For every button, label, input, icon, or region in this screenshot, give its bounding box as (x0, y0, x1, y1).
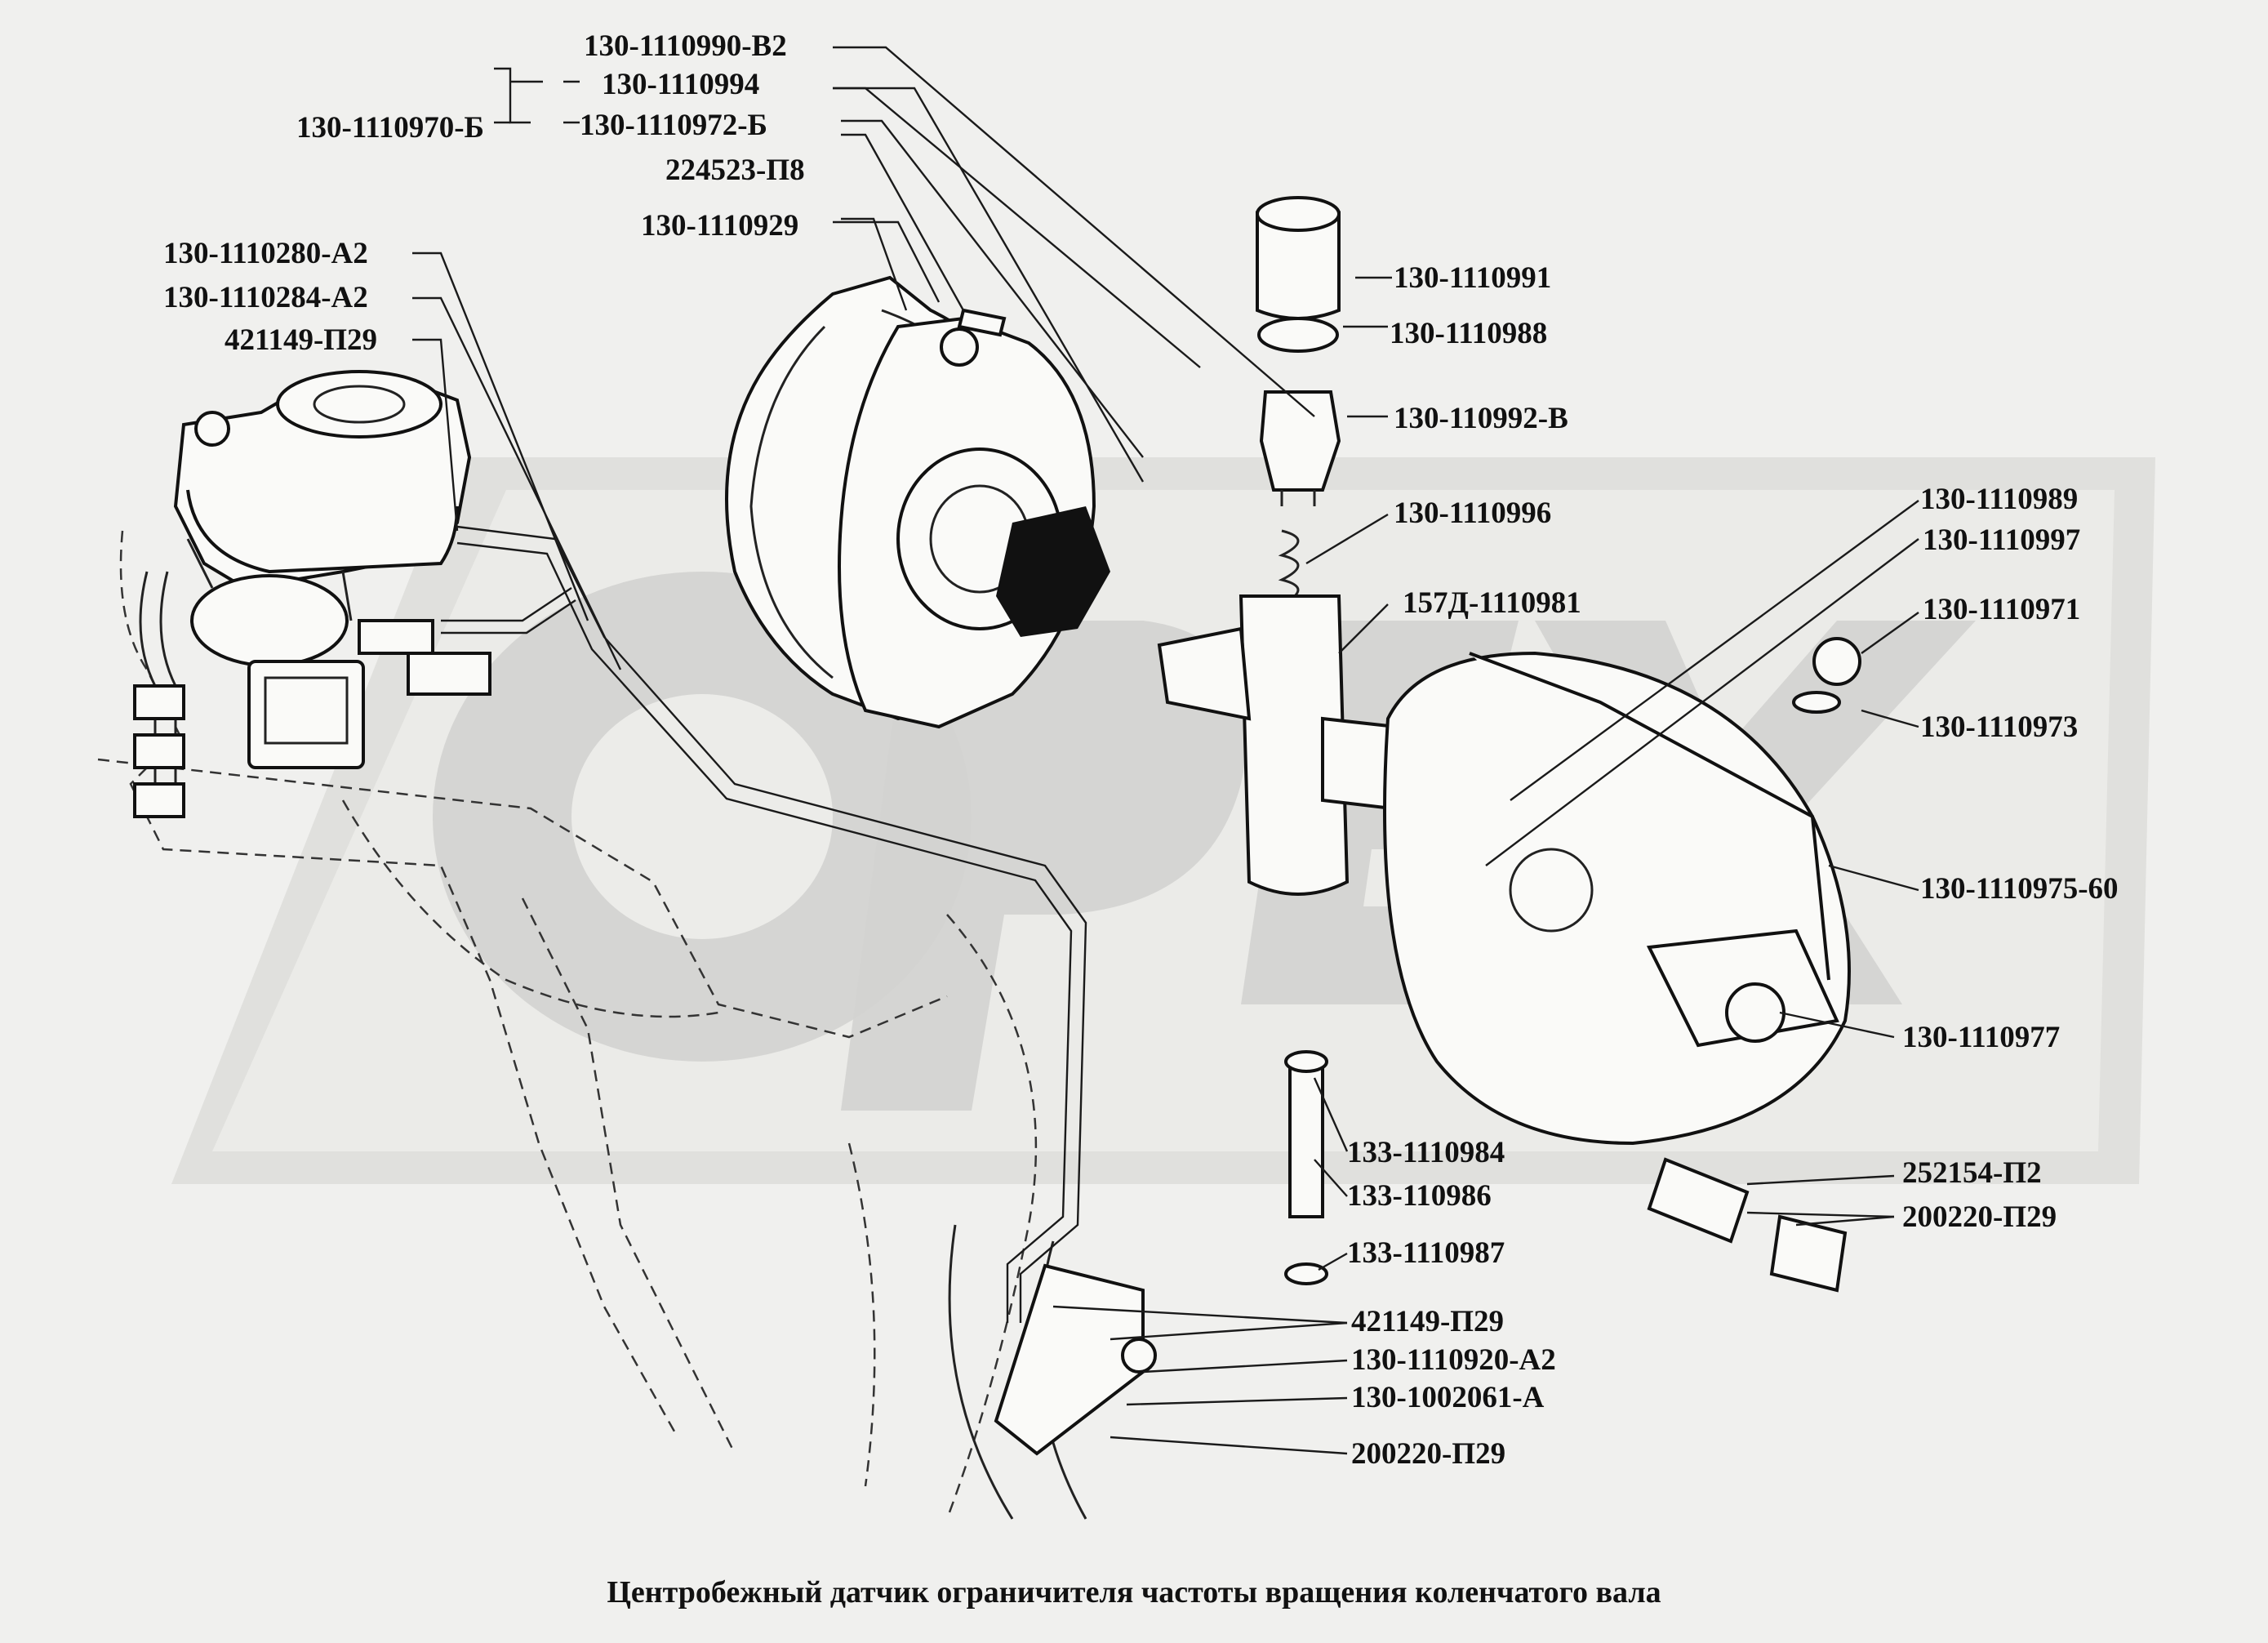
label-130-1110996: 130-1110996 (1394, 496, 1552, 530)
label-133-1110987: 133-1110987 (1347, 1236, 1505, 1270)
label-130-1110994: 130-1110994 (602, 68, 760, 101)
label-130-1002061-a: 130-1002061-А (1351, 1381, 1545, 1414)
label-252154-p2: 252154-П2 (1902, 1156, 2042, 1190)
label-130-1110975-60: 130-1110975-60 (1920, 872, 2119, 906)
leader-lines (412, 46, 1919, 1455)
label-130-1110991: 130-1110991 (1394, 261, 1552, 295)
label-421149-p29-bottom: 421149-П29 (1351, 1305, 1505, 1338)
label-130-1110989: 130-1110989 (1920, 483, 2079, 516)
label-200220-p29-bottom: 200220-П29 (1351, 1437, 1506, 1471)
label-130-1110973: 130-1110973 (1920, 710, 2079, 744)
label-200220-p29-right: 200220-П29 (1902, 1200, 2057, 1234)
label-157d-1110981: 157Д-1110981 (1403, 586, 1581, 620)
label-130-1110972-b: 130-1110972-Б (580, 109, 768, 142)
label-130-1110977: 130-1110977 (1902, 1021, 2061, 1054)
label-133-1110984: 133-1110984 (1347, 1136, 1505, 1169)
label-130-1110970-b: 130-1110970-Б (296, 111, 485, 145)
label-130-1110997: 130-1110997 (1923, 523, 2081, 557)
label-130-1110280-a2: 130-1110280-А2 (163, 237, 368, 270)
watermark-logo (171, 457, 2155, 1184)
label-133-110986: 133-110986 (1347, 1179, 1492, 1213)
gasket-cover-assembly (725, 275, 1110, 729)
engine-block-outline (97, 530, 1087, 1520)
label-130-1110284-a2: 130-1110284-А2 (163, 281, 368, 314)
label-130-110992-v: 130-110992-В (1394, 402, 1568, 435)
label-130-1110920-a2: 130-1110920-А2 (1351, 1343, 1556, 1377)
sensor-parts (994, 196, 1861, 1456)
carburetor-assembly (133, 370, 491, 818)
label-421149-p29-top: 421149-П29 (225, 323, 378, 357)
diagram-caption: Центробежный датчик ограничителя частоты… (607, 1575, 1661, 1610)
label-130-1110988: 130-1110988 (1390, 317, 1548, 350)
label-130-1110971: 130-1110971 (1923, 593, 2081, 626)
tube-lines (441, 525, 1087, 1323)
label-224523-p8: 224523-П8 (665, 154, 805, 187)
label-130-1110990-v2: 130-1110990-В2 (584, 29, 787, 63)
label-130-1110929: 130-1110929 (641, 209, 799, 243)
